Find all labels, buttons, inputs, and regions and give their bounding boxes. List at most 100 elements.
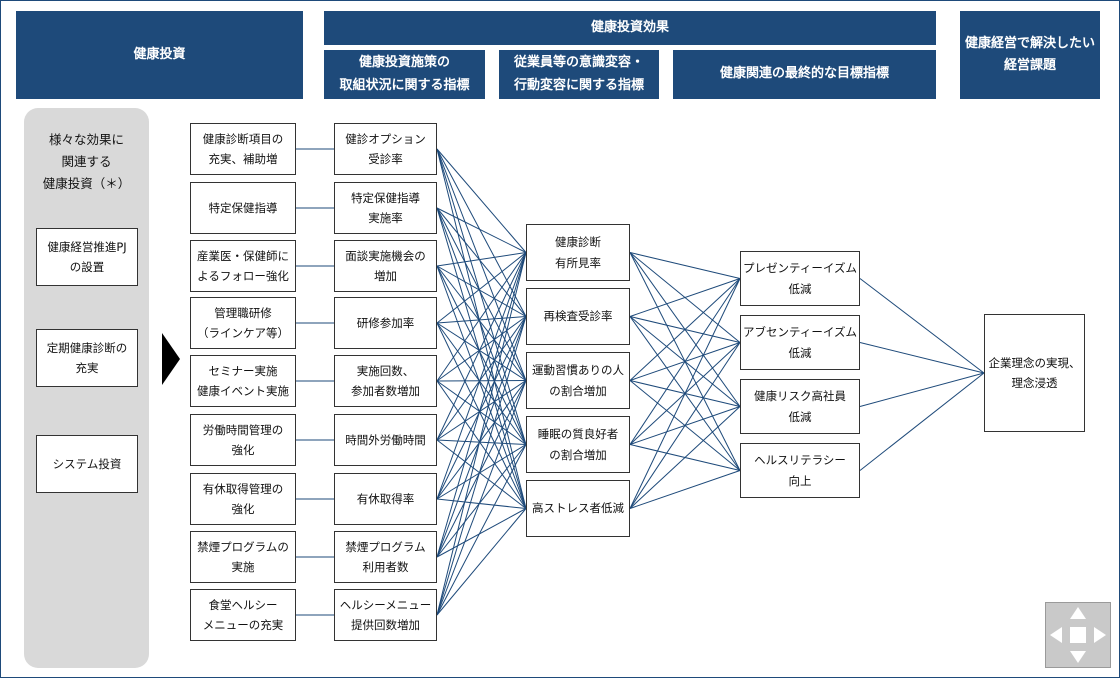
link-c2-c3-0-4 [436, 148, 527, 509]
link-c3-c4-1-3 [629, 316, 741, 471]
panel-item-checkup: 定期健康診断の 充実 [36, 329, 138, 387]
link-c2-c3-5-0 [436, 252, 527, 441]
link-c2-c3-0-3 [436, 148, 527, 445]
col4-node-1: アブセンティーイズム 低減 [740, 315, 860, 370]
link-c2-c3-7-1 [436, 316, 527, 558]
col4-node-3: ヘルスリテラシー 向上 [740, 443, 860, 498]
link-c3-c4-3-3 [629, 444, 741, 471]
link-c3-c4-1-0 [629, 278, 741, 317]
link-c2-c3-6-1 [436, 316, 527, 500]
col2-node-0: 健診オプション 受診率 [334, 123, 437, 175]
link-c3-c4-0-1 [629, 252, 741, 343]
link-c2-c3-0-0 [436, 148, 527, 253]
link-c2-c3-8-4 [436, 508, 527, 616]
link-c3-c4-2-2 [629, 380, 741, 407]
header-effects: 健康投資効果 [324, 11, 936, 45]
arrow-right-icon [162, 333, 180, 385]
col3-node-3: 睡眠の質良好者 の割合増加 [526, 416, 630, 473]
link-c2-c3-7-0 [436, 252, 527, 558]
link-c2-c3-6-2 [436, 380, 527, 500]
link-c2-c3-3-3 [436, 322, 527, 445]
link-c3-c4-3-0 [629, 278, 741, 445]
col2-node-2: 面談実施機会の 増加 [334, 240, 437, 292]
link-c2-c3-4-3 [436, 380, 527, 445]
col1-node-6: 有休取得管理の 強化 [190, 473, 296, 525]
header-sub2: 従業員等の意識変容・ 行動変容に関する指標 [499, 50, 659, 99]
link-c2-c3-2-0 [436, 252, 527, 267]
panel-title: 様々な効果に 関連する 健康投資（＊） [42, 132, 131, 191]
link-c2-c3-5-4 [436, 439, 527, 509]
link-c2-c3-4-0 [436, 252, 527, 382]
col1-node-7: 禁煙プログラムの 実施 [190, 531, 296, 583]
col1-node-2: 産業医・保健師に よるフォロー強化 [190, 240, 296, 292]
col1-node-8: 食堂ヘルシー メニューの充実 [190, 589, 296, 641]
header-sub3: 健康関連の最終的な目標指標 [673, 50, 936, 99]
col2-node-3: 研修参加率 [334, 297, 437, 349]
link-c4-c5-0 [859, 278, 985, 374]
link-c2-c3-1-0 [436, 207, 527, 253]
link-c3-c4-0-2 [629, 252, 741, 407]
link-c2-c3-6-3 [436, 444, 527, 500]
col3-node-1: 再検査受診率 [526, 288, 630, 345]
link-c4-c5-3 [859, 372, 985, 471]
link-c2-c3-1-2 [436, 207, 527, 381]
link-c2-c3-8-3 [436, 444, 527, 616]
link-c2-c3-4-4 [436, 380, 527, 509]
link-c2-c3-7-3 [436, 444, 527, 558]
link-c2-c3-3-2 [436, 322, 527, 381]
link-c3-c4-4-0 [629, 278, 741, 509]
col1-node-1: 特定保健指導 [190, 182, 296, 234]
investment-panel [24, 108, 149, 668]
header-investment: 健康投資 [16, 11, 303, 99]
col2-node-4: 実施回数、 参加者数増加 [334, 355, 437, 407]
link-c2-c3-2-3 [436, 265, 527, 445]
header-sub1: 健康投資施策の 取組状況に関する指標 [324, 50, 485, 99]
link-c2-c3-3-4 [436, 322, 527, 509]
link-c2-c3-1-1 [436, 207, 527, 317]
col2-node-5: 時間外労働時間 [334, 414, 437, 466]
link-c3-c4-3-2 [629, 406, 741, 445]
link-c2-c3-0-2 [436, 148, 527, 381]
col1-node-4: セミナー実施 健康イベント実施 [190, 355, 296, 407]
link-c2-c3-5-1 [436, 316, 527, 441]
col2-node-6: 有休取得率 [334, 473, 437, 525]
link-c2-c3-3-1 [436, 316, 527, 324]
header-issues: 健康経営で解決したい 経営課題 [960, 11, 1100, 99]
link-c2-c3-2-2 [436, 265, 527, 381]
col4-node-0: プレゼンティーイズム 低減 [740, 251, 860, 306]
link-c3-c4-3-1 [629, 342, 741, 445]
link-c2-c3-7-2 [436, 380, 527, 558]
link-c2-c3-1-3 [436, 207, 527, 445]
link-c3-c4-2-1 [629, 342, 741, 381]
link-c3-c4-1-1 [629, 316, 741, 343]
col1-node-5: 労働時間管理の 強化 [190, 414, 296, 466]
col3-node-4: 高ストレス者低減 [526, 480, 630, 537]
link-c3-c4-4-2 [629, 406, 741, 509]
link-c2-c3-5-3 [436, 439, 527, 445]
four-way-arrows-icon[interactable] [1045, 602, 1111, 668]
link-c3-c4-2-0 [629, 278, 741, 381]
link-c3-c4-0-3 [629, 252, 741, 471]
link-c2-c3-7-4 [436, 508, 527, 558]
link-c2-c3-4-1 [436, 316, 527, 382]
link-c2-c3-8-1 [436, 316, 527, 616]
col4-node-2: 健康リスク高社員 低減 [740, 379, 860, 434]
col3-node-0: 健康診断 有所見率 [526, 224, 630, 281]
col2-node-7: 禁煙プログラム 利用者数 [334, 531, 437, 583]
link-c3-c4-1-2 [629, 316, 741, 407]
link-c2-c3-5-2 [436, 380, 527, 441]
col3-node-2: 運動習慣ありの人 の割合増加 [526, 352, 630, 409]
link-c2-c3-8-2 [436, 380, 527, 616]
col2-node-8: ヘルシーメニュー 提供回数増加 [334, 589, 437, 641]
link-c3-c4-0-0 [629, 252, 741, 279]
panel-item-system: システム投資 [36, 435, 138, 493]
link-c2-c3-4-2 [436, 380, 527, 382]
link-c2-c3-2-1 [436, 265, 527, 317]
link-c2-c3-0-1 [436, 148, 527, 317]
link-c2-c3-1-4 [436, 207, 527, 509]
link-c3-c4-2-3 [629, 380, 741, 471]
link-c2-c3-6-4 [436, 498, 527, 509]
panel-item-pj: 健康経営推進PJ の設置 [36, 228, 138, 286]
link-c3-c4-4-1 [629, 342, 741, 509]
